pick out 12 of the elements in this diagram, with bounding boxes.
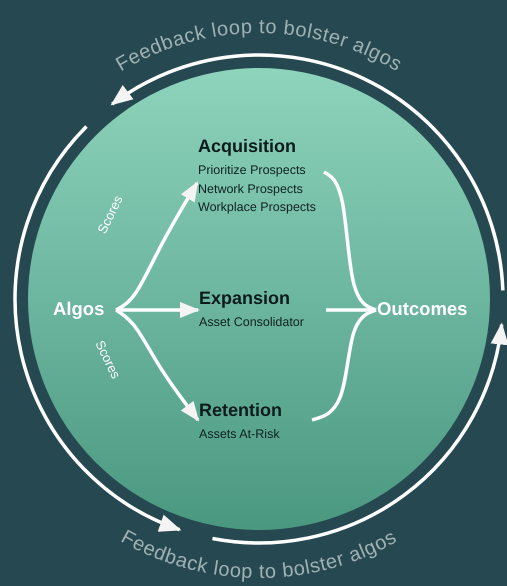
node-label: Algos [53, 296, 115, 324]
arrow [115, 308, 200, 422]
list-item: Asset Consolidator [199, 314, 305, 331]
section-heading: Acquisition [198, 135, 297, 157]
list-item: Assets At-Risk [199, 426, 281, 443]
node-label: Outcomes [377, 296, 481, 324]
section-heading: Retention [199, 399, 283, 421]
list-item: Workplace Prospects [198, 199, 317, 216]
section-heading: Expansion [199, 287, 292, 309]
list-item: Network Prospects [198, 180, 304, 198]
arrow [115, 181, 198, 312]
list-item: Prioritize Prospects [198, 162, 307, 179]
